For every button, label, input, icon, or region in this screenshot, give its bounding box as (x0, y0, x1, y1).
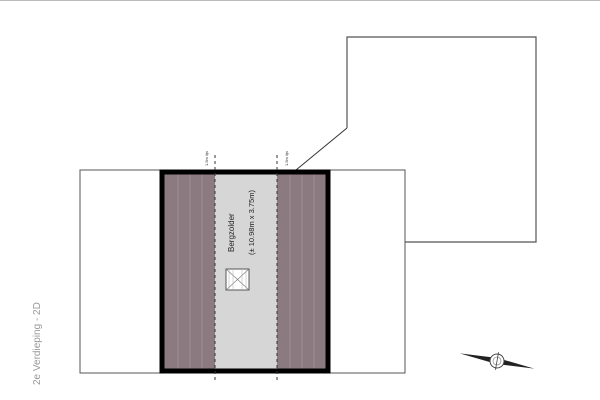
right-line-label: 1.5m lijn (284, 151, 289, 166)
floor-label: 2e Verdieping - 2D (32, 302, 43, 385)
left-line-label: 1.5m lijn (204, 151, 209, 166)
compass-icon (459, 352, 535, 370)
slope-lines (177, 174, 315, 369)
stair-hatch-icon (225, 268, 250, 291)
left-adjacent-room (79, 169, 161, 374)
right-adjacent-room (329, 169, 406, 374)
neighbour-diagonal (295, 127, 348, 171)
room-dimensions: (± 10.98m x 3.75m) (247, 190, 256, 255)
neighbour-outline (346, 36, 537, 243)
room-name: Bergzolder (227, 213, 236, 252)
attic-wall (159, 169, 331, 374)
